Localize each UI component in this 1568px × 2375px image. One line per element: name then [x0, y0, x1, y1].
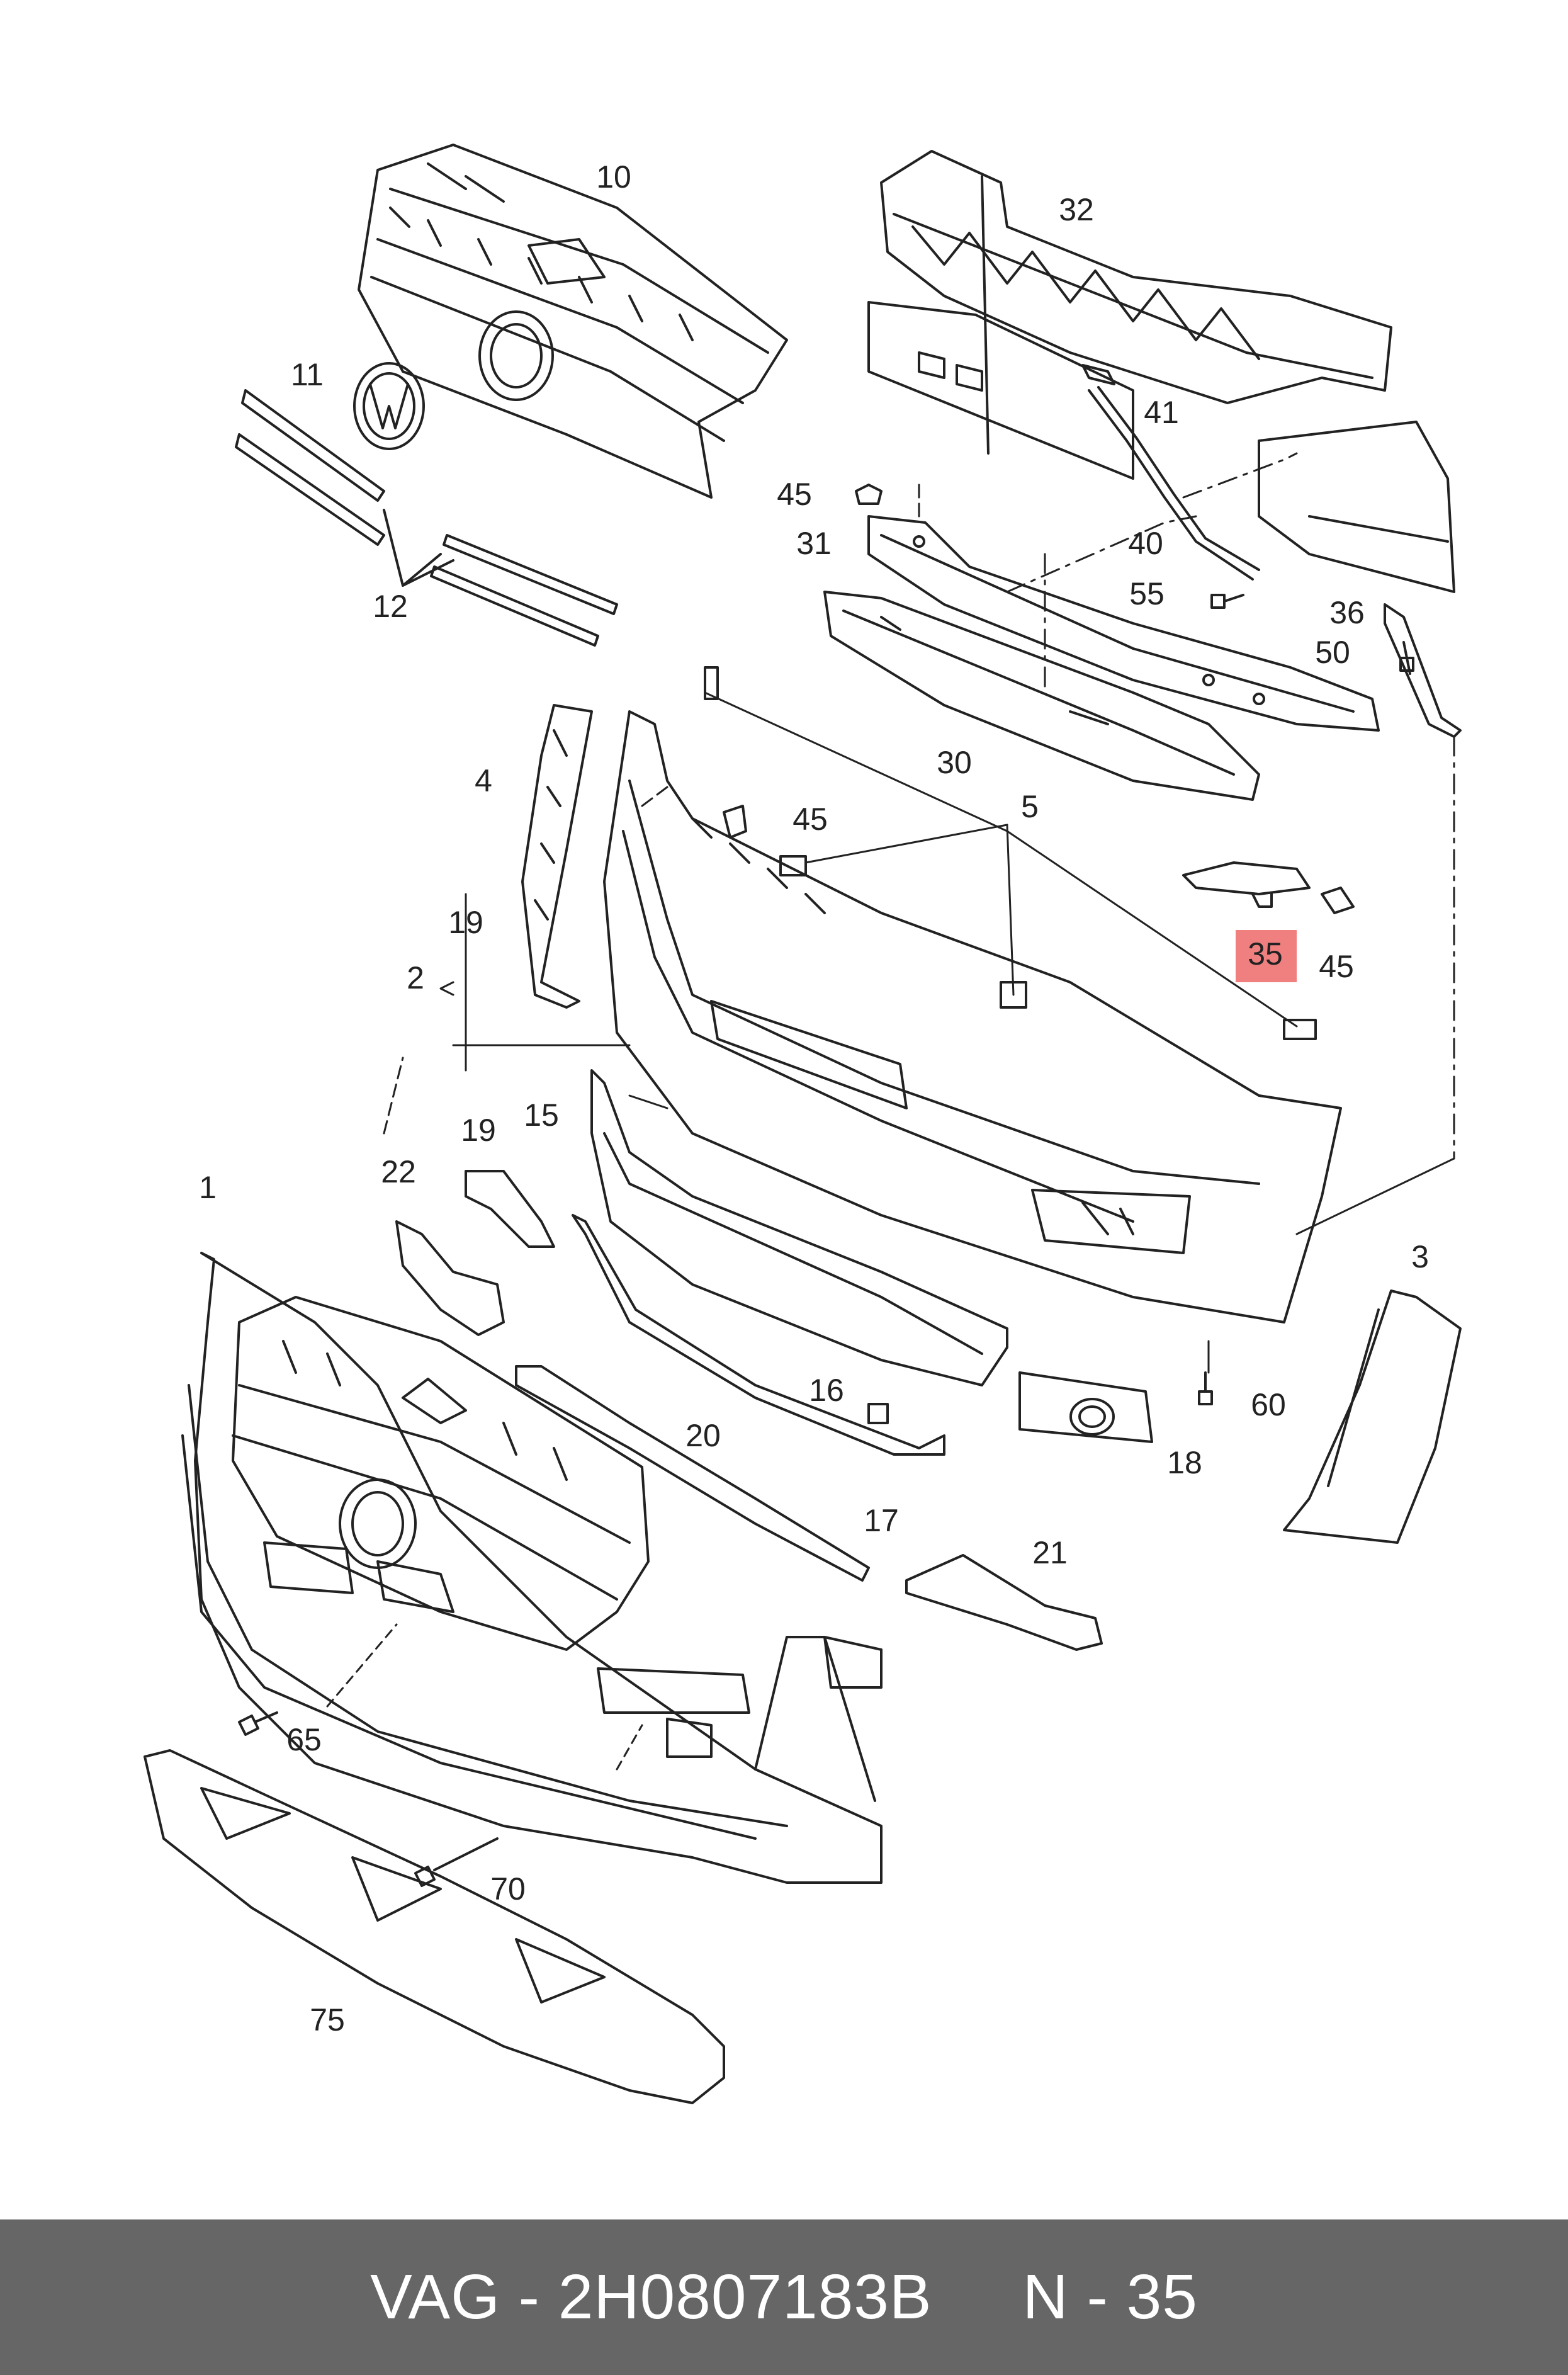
svg-text:10: 10 [596, 159, 631, 195]
part-2-bumper-cover [603, 710, 1342, 1324]
part-36-50-bracket [1384, 603, 1462, 738]
part-30-mounting-rail [823, 591, 1260, 801]
part-1-complete-bumper [181, 1252, 883, 1884]
svg-text:5: 5 [1021, 789, 1039, 824]
part-40-41-strut [1081, 364, 1455, 593]
leader-lines [326, 452, 1455, 1771]
svg-text:50: 50 [1315, 635, 1350, 670]
svg-text:17: 17 [864, 1503, 899, 1538]
svg-text:4: 4 [475, 763, 492, 798]
part-10-upper-grille [358, 144, 788, 499]
svg-text:41: 41 [1144, 395, 1179, 430]
svg-text:11: 11 [291, 357, 324, 392]
svg-text:12: 12 [373, 589, 408, 624]
svg-text:30: 30 [937, 745, 972, 780]
svg-text:22: 22 [381, 1154, 416, 1189]
svg-text:16: 16 [809, 1373, 844, 1408]
svg-text:65: 65 [286, 1722, 322, 1757]
footer-separator: - [500, 2262, 558, 2332]
svg-text:18: 18 [1167, 1445, 1202, 1480]
svg-text:40: 40 [1128, 526, 1163, 561]
part-75-skid-plate [144, 1749, 725, 2104]
part-16-clip [867, 1403, 889, 1424]
part-3-side-trim [1283, 1290, 1462, 1544]
part-22-bracket [395, 1220, 505, 1336]
svg-text:3: 3 [1411, 1239, 1429, 1274]
part-11-emblem [353, 362, 425, 450]
svg-text:20: 20 [685, 1418, 721, 1453]
part-labels: 10 32 11 41 45 40 31 55 12 36 50 30 4 5 … [199, 159, 1429, 2038]
part-12-trim-strips [235, 389, 618, 647]
footer-position-prefix: N [1022, 2262, 1069, 2332]
footer-brand: VAG [370, 2262, 500, 2332]
svg-text:60: 60 [1251, 1387, 1286, 1422]
part-18-fog-cover [1018, 1371, 1153, 1443]
svg-text:19: 19 [448, 905, 483, 940]
part-15-lower-grille [590, 1069, 1008, 1386]
part-35-bracket [1182, 861, 1311, 908]
part-number-footer: VAG - 2H0807183B N - 35 [0, 2219, 1568, 2375]
footer-position: 35 [1126, 2262, 1198, 2332]
part-20-strip [515, 1365, 870, 1582]
svg-text:21: 21 [1032, 1535, 1068, 1570]
svg-text:55: 55 [1129, 576, 1165, 611]
part-4-side-bracket [521, 704, 593, 1009]
footer-gap [932, 2261, 1023, 2333]
footer-part-number: 2H0807183B [558, 2262, 932, 2332]
svg-text:45: 45 [1319, 949, 1354, 984]
svg-text:36: 36 [1329, 595, 1365, 630]
bolts [238, 594, 1414, 1887]
svg-text:19: 19 [461, 1113, 496, 1148]
part-19-trim [465, 1170, 555, 1248]
svg-text:2: 2 [407, 960, 424, 995]
footer-position-separator: - [1068, 2262, 1127, 2332]
svg-text:1: 1 [199, 1170, 217, 1205]
svg-text:45: 45 [777, 477, 812, 512]
highlight-box [1236, 930, 1297, 982]
svg-text:31: 31 [796, 526, 832, 561]
svg-text:75: 75 [310, 2002, 345, 2038]
part-21-bracket [905, 1554, 1103, 1651]
svg-text:70: 70 [490, 1871, 526, 1907]
svg-text:45: 45 [792, 802, 828, 837]
parts-diagram: 10 32 11 41 45 40 31 55 12 36 50 30 4 5 … [144, 144, 1462, 2104]
svg-text:35: 35 [1248, 936, 1283, 972]
part-31-mounting-rail [867, 515, 1380, 732]
svg-text:32: 32 [1059, 192, 1094, 227]
part-17-strip [572, 1214, 945, 1456]
part-45-clips [704, 484, 1355, 1040]
svg-text:15: 15 [524, 1097, 559, 1133]
